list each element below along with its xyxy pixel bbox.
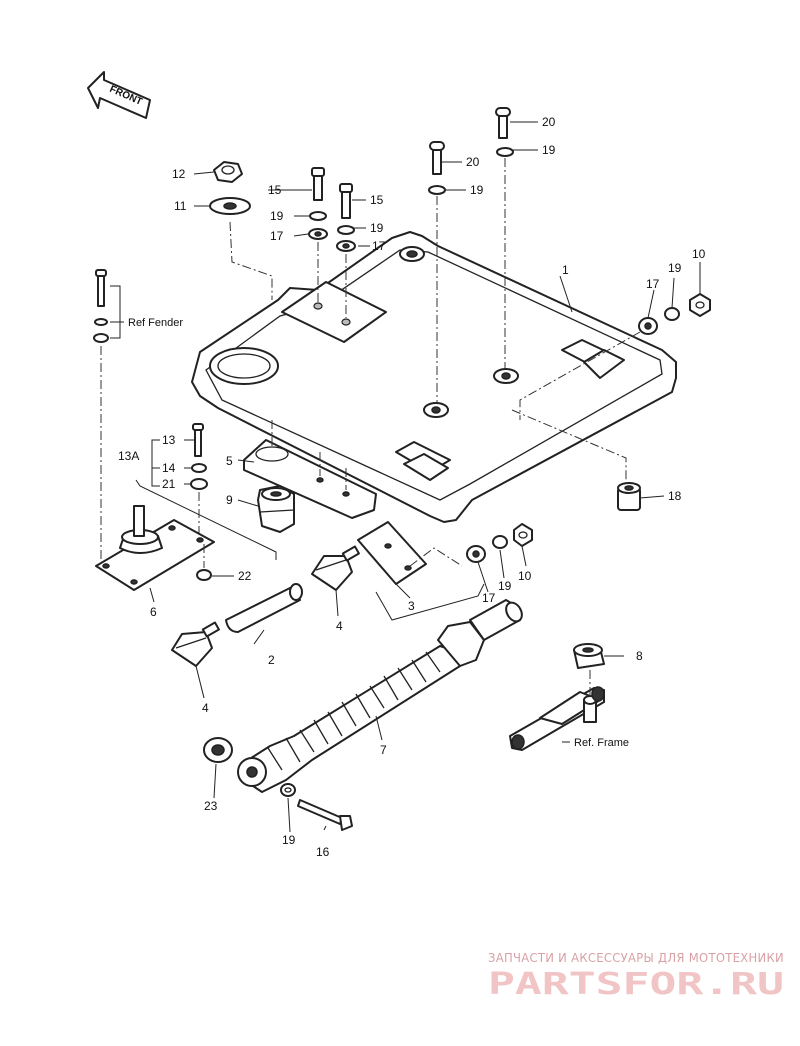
callout-19-c: 19 [542, 143, 556, 157]
callout-12: 12 [172, 167, 186, 181]
bolt-15-left [308, 167, 328, 302]
shock-absorber-7 [237, 599, 523, 793]
fender-bolt-set [93, 269, 121, 560]
rod-2 [225, 583, 303, 633]
rubber-end-4-upper [311, 545, 360, 591]
callout-23: 23 [204, 799, 218, 813]
plate-part-5 [243, 420, 377, 519]
callout-19-e: 19 [668, 261, 682, 275]
lower-fastener-set [409, 523, 533, 567]
callout-20-b: 20 [466, 155, 480, 169]
callout-20-a: 20 [542, 115, 556, 129]
ref-fender-note: Ref Fender [128, 317, 183, 329]
mount-bracket-6 [95, 479, 277, 591]
bolt-20-right [495, 107, 514, 368]
callout-14: 14 [162, 461, 176, 475]
ref-frame-note: Ref. Frame [574, 737, 629, 749]
bolt-15-right [336, 183, 356, 318]
callout-19-f: 19 [498, 579, 512, 593]
washer-19-lower [280, 783, 296, 797]
callout-3: 3 [408, 599, 415, 613]
callout-15-right: 15 [370, 193, 384, 207]
callout-19-g: 19 [282, 833, 296, 847]
bolt-13-set [151, 423, 208, 534]
callout-8: 8 [636, 649, 643, 663]
callout-1: 1 [562, 263, 569, 277]
callout-13: 13 [162, 433, 176, 447]
bolt-20-left [428, 141, 446, 402]
callout-6: 6 [150, 605, 157, 619]
bolt-16 [297, 799, 353, 831]
washer-11 [209, 197, 273, 300]
plate-part-3 [357, 521, 485, 621]
bushing-23 [203, 737, 233, 763]
callout-22: 22 [238, 569, 252, 583]
callout-13A: 13A [118, 449, 139, 463]
callout-4-upper: 4 [336, 619, 343, 633]
callout-16: 16 [316, 845, 330, 859]
front-direction-arrow: FRONT [87, 71, 151, 119]
collar-18 [511, 409, 641, 511]
collar-8 [573, 643, 605, 669]
callout-17-d: 17 [482, 591, 496, 605]
leader-lines [120, 121, 701, 833]
callout-17-b: 17 [372, 239, 386, 253]
callout-11: 11 [174, 199, 187, 213]
callout-9: 9 [226, 493, 233, 507]
callout-5: 5 [226, 454, 233, 468]
callout-10-upper: 10 [692, 247, 706, 261]
callout-19-d: 19 [470, 183, 484, 197]
watermark: ЗАПЧАСТИ И АКСЕССУАРЫ ДЛЯ МОТОТЕХНИКИ PA… [488, 951, 784, 1002]
callout-2: 2 [268, 653, 275, 667]
watermark-brand: PARTSFOR.RU [488, 967, 784, 1002]
plate-part-1 [191, 231, 677, 523]
callout-21: 21 [162, 477, 176, 491]
callout-7: 7 [380, 743, 387, 757]
callout-4-lower: 4 [202, 701, 209, 715]
callout-10-lower: 10 [518, 569, 532, 583]
watermark-tagline: ЗАПЧАСТИ И АКСЕССУАРЫ ДЛЯ МОТОТЕХНИКИ [488, 951, 784, 965]
callout-19-b: 19 [370, 221, 384, 235]
callouts: 1 2 3 4 4 5 6 7 8 9 10 10 11 12 13 13A 1… [118, 115, 706, 859]
callout-19-a: 19 [270, 209, 284, 223]
callout-18: 18 [668, 489, 682, 503]
callout-17-c: 17 [646, 277, 660, 291]
nut-12 [213, 161, 243, 183]
rubber-end-4-lower [171, 621, 220, 667]
callout-15-left: 15 [268, 183, 282, 197]
frame-bracket [509, 670, 605, 751]
rubber-damper-9 [257, 485, 295, 533]
nut-22 [196, 544, 212, 581]
callout-17-a: 17 [270, 229, 284, 243]
